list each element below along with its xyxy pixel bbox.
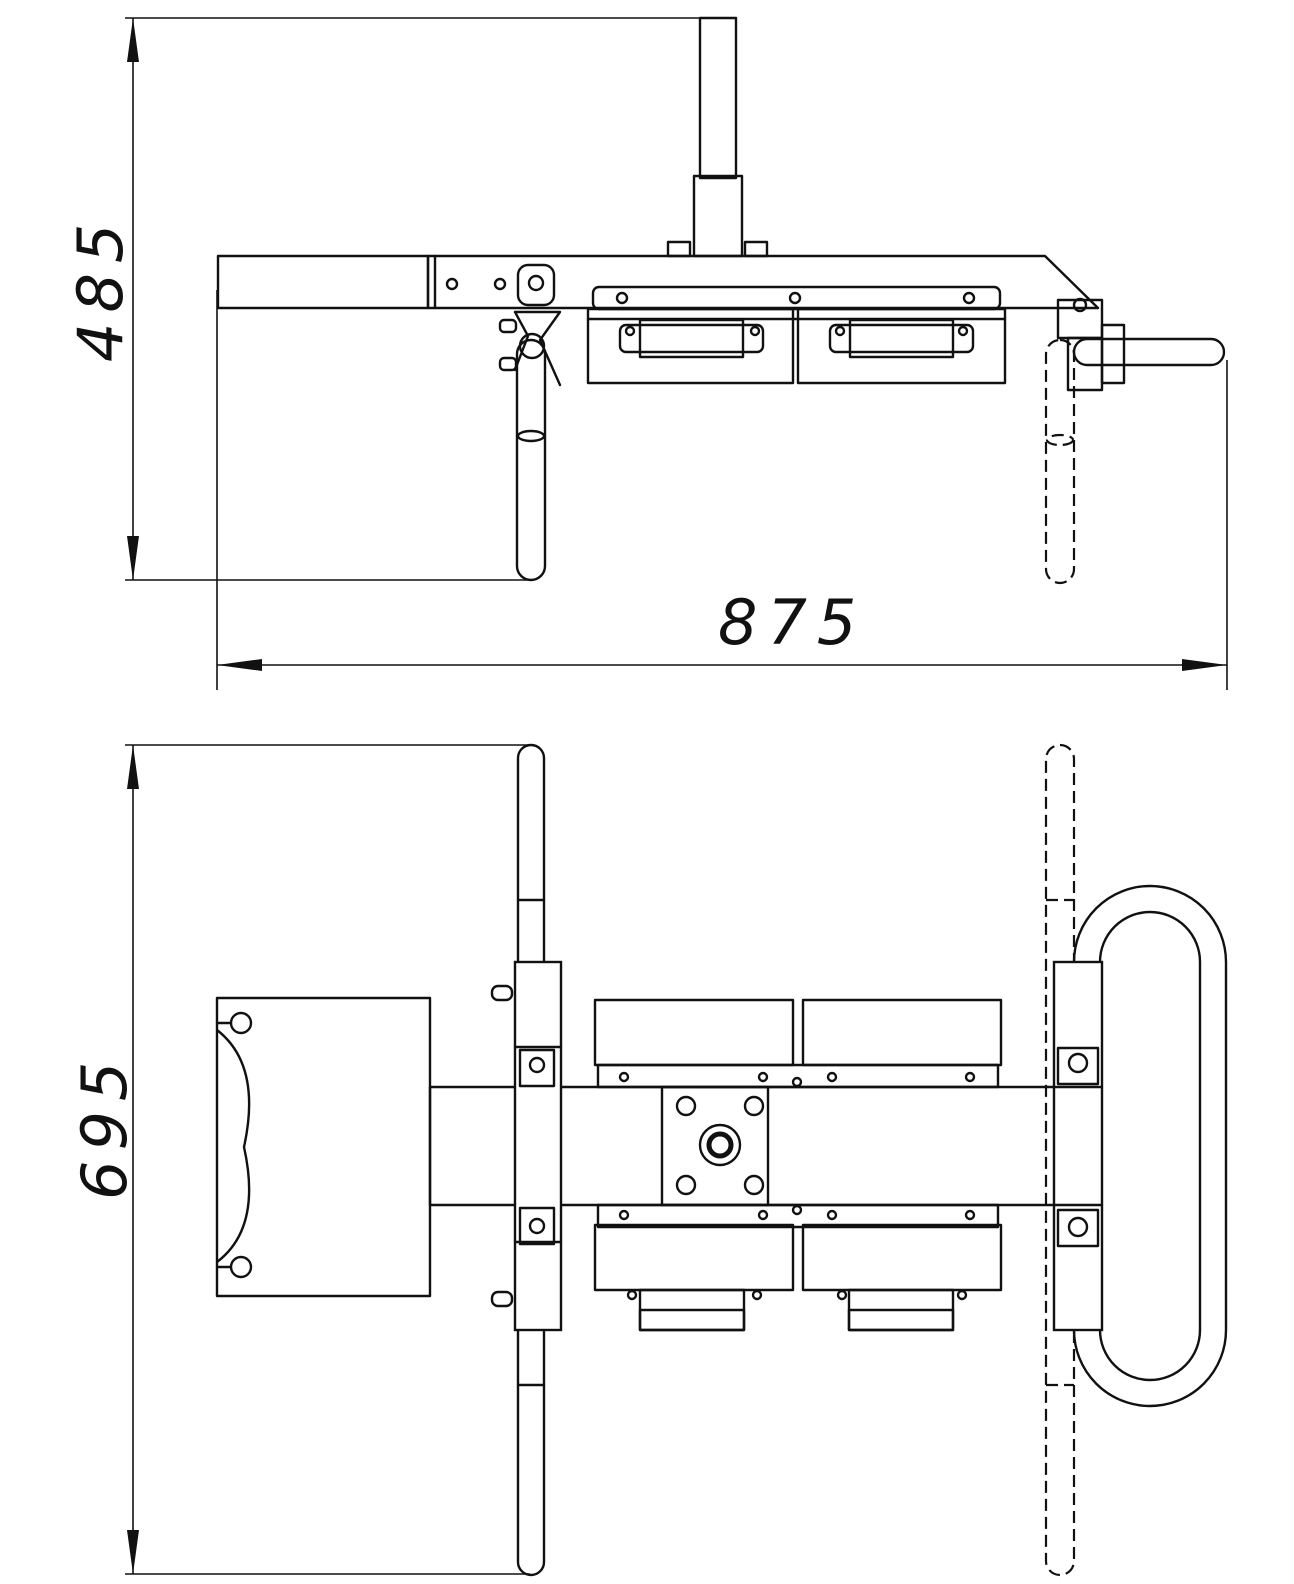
side-view: 485 875 — [64, 16, 1228, 690]
magnet-block — [586, 285, 1007, 385]
dimension-label-width: 875 — [718, 586, 866, 659]
left-clamp-top — [490, 960, 563, 1332]
main-beam — [216, 254, 1100, 310]
vertical-post — [666, 16, 769, 258]
dimension-485: 485 — [64, 18, 139, 580]
dimension-label-height: 485 — [64, 214, 137, 362]
saddle-block — [215, 996, 432, 1298]
central-beam-top — [428, 1085, 1100, 1207]
left-handle — [498, 310, 562, 582]
top-view: 695 — [68, 743, 1228, 1577]
right-clamp-top — [1052, 960, 1104, 1332]
dimension-label-depth: 695 — [68, 1052, 141, 1200]
right-handle — [1044, 297, 1226, 585]
dimension-695: 695 — [68, 745, 141, 1574]
magnet-modules-top — [593, 998, 1003, 1332]
dimension-875: 875 — [217, 586, 1227, 671]
